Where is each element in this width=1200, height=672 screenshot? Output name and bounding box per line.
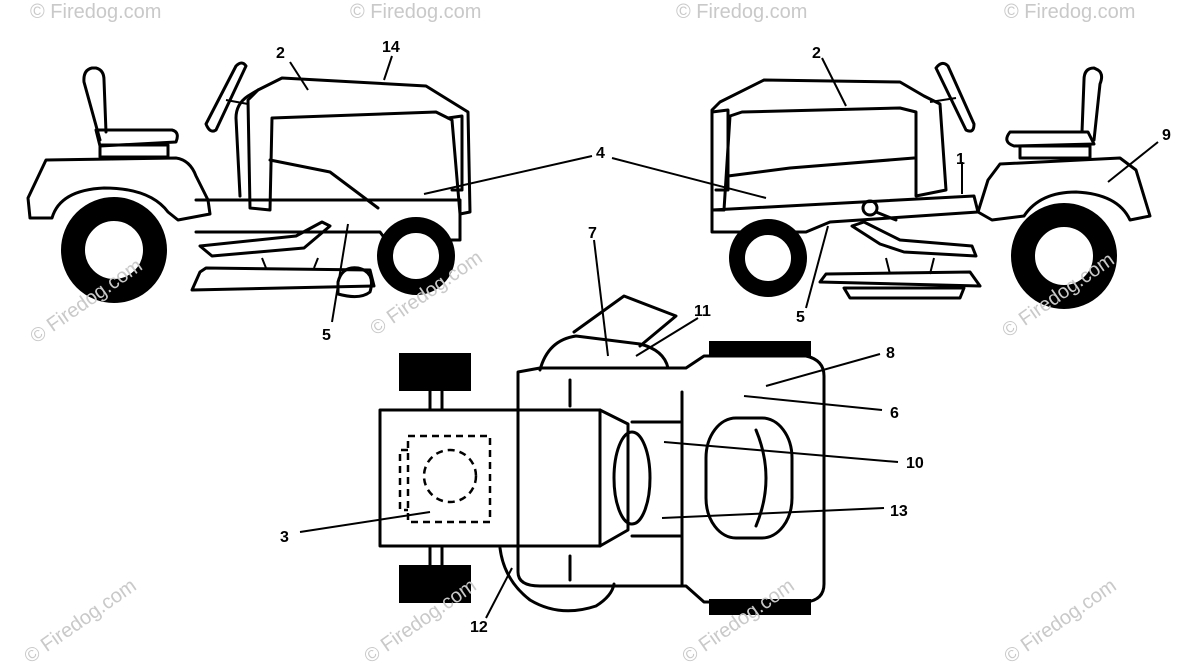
engine-outline-top [406, 434, 492, 524]
running-board-left [198, 220, 332, 258]
rear-rim-right [1033, 225, 1095, 287]
callout-14: 14 [382, 39, 400, 56]
seat-base-left [98, 143, 170, 159]
seat-back-left [82, 66, 108, 142]
callout-11: 11 [694, 303, 711, 320]
tractor-right-view [710, 61, 1152, 309]
steering-hub-top [612, 430, 652, 526]
watermarks: © Firedog.com © Firedog.com © Firedog.co… [20, 1, 1135, 668]
hood-left [246, 76, 472, 216]
hood-side-panel-right [726, 156, 916, 178]
deck-discharge-left [336, 266, 373, 299]
seat-cushion-right [1005, 130, 1096, 148]
engine-pulley-top [422, 448, 478, 504]
deck-top-lower [498, 546, 616, 613]
callout-9: 9 [1162, 127, 1171, 144]
watermark-text: © Firedog.com [1004, 1, 1135, 23]
callout-labels: 2 14 4 2 9 1 5 5 7 11 8 6 10 13 3 12 [276, 39, 1171, 636]
leader-lines [289, 55, 1159, 619]
steering-wheel-left [204, 61, 248, 133]
rear-rim-left [83, 219, 145, 281]
rear-wheel-top-1 [709, 341, 811, 357]
callout-3: 3 [280, 529, 289, 546]
watermark-text: © Firedog.com [20, 575, 140, 668]
seat-back-right [1080, 66, 1104, 142]
callout-12: 12 [470, 619, 488, 636]
hood-right [710, 78, 948, 212]
rear-fender-right [976, 156, 1152, 222]
callout-7: 7 [588, 225, 597, 242]
callout-10: 10 [906, 455, 924, 472]
tractor-left-view [26, 61, 472, 303]
seat-top [704, 416, 794, 540]
deck-top-upper [538, 334, 670, 372]
body-top [516, 354, 826, 604]
running-board-right [850, 220, 978, 258]
frame-right [710, 194, 980, 234]
front-wheel-top-2 [399, 565, 471, 603]
hood-side-panel-left [268, 158, 380, 210]
watermark-text: © Firedog.com [676, 1, 807, 23]
front-rim-left [391, 231, 441, 281]
callout-6: 6 [890, 405, 899, 422]
lift-knob-right [861, 199, 879, 217]
callout-5-left: 5 [322, 327, 331, 344]
callout-2-left: 2 [276, 45, 285, 62]
grille-left [446, 114, 464, 192]
mower-deck-left [190, 266, 376, 292]
deck-discharge-right [842, 286, 966, 300]
watermark-text: © Firedog.com [678, 575, 798, 668]
callout-4: 4 [596, 145, 605, 162]
callout-1: 1 [956, 151, 965, 168]
front-wheel-top-1 [399, 353, 471, 391]
watermark-text: © Firedog.com [1000, 575, 1120, 668]
callout-2-right: 2 [812, 45, 821, 62]
callout-13: 13 [890, 503, 908, 520]
seat-cushion-left [94, 128, 179, 148]
watermark-text: © Firedog.com [350, 1, 481, 23]
tractor-top-view [378, 294, 826, 615]
discharge-chute-top [572, 294, 678, 348]
mower-deck-right [818, 270, 982, 288]
steering-wheel-right [934, 61, 976, 133]
front-rim-right [743, 233, 793, 283]
seat-base-right [1018, 144, 1092, 160]
grille-right [710, 108, 730, 192]
callout-8: 8 [886, 345, 895, 362]
callout-5-right: 5 [796, 309, 805, 326]
watermark-text: © Firedog.com [30, 1, 161, 23]
rear-fender-left [26, 156, 212, 222]
dash-tower-left [234, 88, 260, 198]
hood-top [378, 408, 602, 548]
